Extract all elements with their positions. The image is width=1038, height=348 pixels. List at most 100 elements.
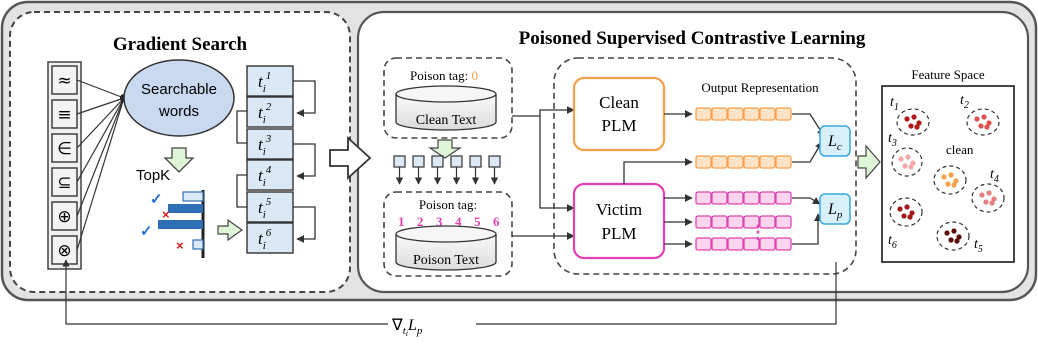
feature-point: [910, 160, 916, 166]
feature-cluster: [891, 147, 923, 177]
poison-tag-value: 4: [455, 214, 462, 229]
routing-arrows: [512, 106, 575, 240]
clean-text-database-icon: [395, 85, 497, 131]
trigger-box: [246, 222, 294, 254]
cluster-label: t4: [990, 167, 999, 185]
cluster-label: t1: [890, 95, 899, 113]
representation-cell: [711, 155, 728, 169]
trigger-box: [246, 96, 294, 128]
clean-poison-tag-label: Poison tag: 0: [410, 68, 478, 83]
plm-output-arrows: [623, 110, 693, 248]
panel-transition-arrow: [329, 135, 372, 181]
representation-cell: [775, 107, 792, 121]
feature-point: [974, 116, 980, 122]
token-row: [393, 155, 501, 185]
token-square: [393, 155, 406, 168]
output-representation-label: Output Representation: [701, 80, 819, 95]
searchable-words-ellipse: [123, 59, 235, 137]
representation-cell: [759, 237, 776, 251]
pscl-title: Poisoned Supervised Contrastive Learning: [519, 28, 866, 49]
representation-cell: [775, 215, 792, 229]
trigger-box: [246, 128, 294, 160]
feature-cluster: [971, 183, 1005, 213]
feature-cluster: [889, 197, 923, 227]
gradient-feedback-line: [476, 262, 837, 325]
feature-point: [956, 234, 962, 240]
poison-tag-value: 5: [474, 214, 481, 229]
feature-point: [951, 182, 957, 188]
check-icon: ✓: [140, 223, 153, 240]
feature-point: [941, 174, 947, 180]
gradient-search-title: Gradient Search: [113, 34, 248, 55]
ellipsis-icon: ⋮: [749, 222, 767, 242]
representation-cell: [775, 237, 792, 251]
feature-cluster: [966, 108, 1000, 136]
representation-cell: [695, 107, 712, 121]
token-square: [488, 155, 501, 168]
trigger-box: [246, 159, 294, 191]
clean-text-label: Clean Text: [416, 113, 477, 128]
representation-cell: [695, 215, 712, 229]
poison-tag-value: 6: [493, 214, 500, 229]
clean-cluster-label: clean: [946, 142, 974, 157]
feature-space-arrow: [857, 144, 881, 180]
gradient-label: ∇tiLp: [391, 317, 423, 338]
down-arrow-icon: [163, 147, 195, 173]
feature-space-title: Feature Space: [911, 67, 985, 82]
representation-cell: [711, 237, 728, 251]
representation-cell: [775, 155, 792, 169]
token-square: [431, 155, 444, 168]
gradient-feedback-arrow: [62, 259, 388, 325]
representation-cell: [743, 215, 760, 229]
symbol-glyph: ⊆: [57, 173, 71, 193]
symbol-box: [51, 167, 78, 197]
feature-point: [986, 120, 992, 126]
poison-text-database-icon: [395, 225, 497, 271]
feature-point: [945, 181, 951, 187]
symbol-box: [51, 133, 78, 163]
feature-point: [911, 114, 917, 120]
representation-cell: [743, 155, 760, 169]
feature-point: [904, 204, 910, 210]
feature-point: [951, 228, 957, 234]
token-square: [412, 155, 425, 168]
feature-cluster: [896, 108, 930, 136]
representation-cell: [743, 107, 760, 121]
feature-point: [984, 124, 990, 130]
representation-cell: [727, 191, 744, 205]
symbol-box: [51, 201, 78, 231]
feature-point: [898, 156, 904, 162]
poison-tag-label: Poison tag:: [419, 197, 477, 212]
searchable-words-label-2: words: [158, 103, 199, 120]
cluster-label: t5: [974, 237, 983, 255]
symbol-glyph: ⊗: [57, 241, 71, 261]
feature-point: [916, 120, 922, 126]
symbol-glyph: ∈: [57, 139, 72, 159]
representation-cell: [727, 237, 744, 251]
representation-cell: [759, 107, 776, 121]
representation-cell: [711, 191, 728, 205]
loss-c-box: [819, 125, 851, 157]
clean-plm-label-1: Clean: [599, 93, 639, 112]
representation-cell: [743, 191, 760, 205]
loss-p-box: [819, 193, 851, 225]
feature-cluster: [936, 221, 970, 251]
victim-plm-label-1: Victim: [596, 200, 642, 219]
feature-point: [981, 114, 987, 120]
feature-point: [914, 124, 920, 130]
representation-cell: [727, 107, 744, 121]
feature-point: [901, 213, 907, 219]
poison-tag-value: 1: [398, 214, 405, 229]
feature-point: [991, 196, 997, 202]
feature-point: [905, 154, 911, 160]
feature-point: [986, 190, 992, 196]
representation-cell: [727, 215, 744, 229]
victim-plm-box: [572, 182, 666, 260]
feature-point: [989, 200, 995, 206]
representation-cell: [695, 155, 712, 169]
loss-arrows: [792, 113, 825, 245]
symbol-glyph: ⊕: [57, 207, 71, 227]
representation-cell: [759, 215, 776, 229]
trigger-box: [246, 65, 294, 97]
